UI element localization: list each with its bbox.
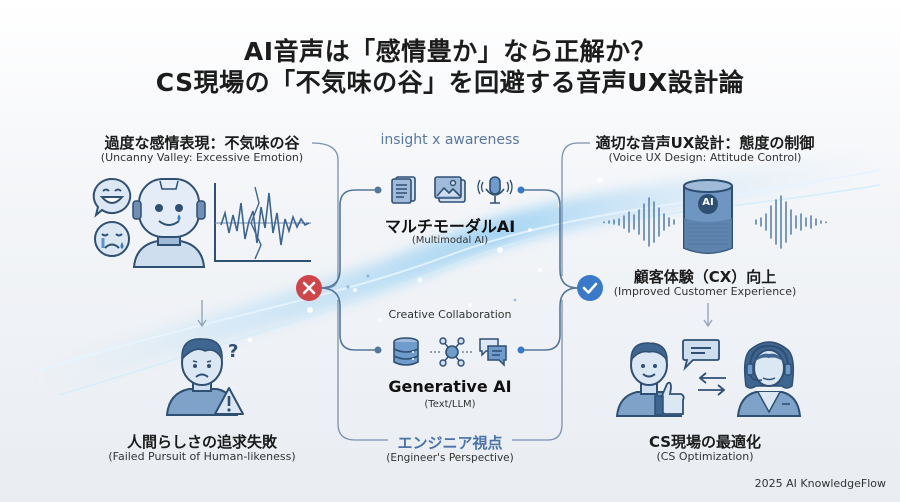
check-circle-icon [577,275,603,301]
right-bottom-title: CS現場の最適化 [648,433,762,451]
right-middle-title: 顧客体験（CX）向上 [633,268,777,286]
right-bottom-subtitle: (CS Optimization) [656,450,754,463]
page-title-line2: CS現場の「不気味の谷」を回避する音声UX設計論 [155,68,745,97]
page-title-line1: AI音声は「感情豊か」なら正解か？ [243,37,657,66]
left-top-title: 過度な感情表現：不気味の谷 [104,134,300,152]
multimodal-ai-title: マルチモーダルAI [384,217,516,236]
question-mark-icon: ? [228,341,239,362]
support-agent-headset-icon [736,341,802,417]
sound-wave-icon [603,195,827,249]
happy-customer-thumbs-up-icon [615,342,685,417]
generative-ai-subtitle: (Text/LLM) [424,399,476,410]
left-bottom-subtitle: (Failed Pursuit of Human-likeness) [108,450,296,463]
chat-bubble-icon [682,339,720,371]
engineer-perspective-sublabel: (Engineer's Perspective) [386,452,514,464]
generative-ai-title: Generative AI [388,377,512,396]
speaker-ai-badge: AI [702,197,714,208]
chat-icon [479,338,507,367]
robot-crying-icon [132,178,206,268]
database-icon [393,337,419,366]
left-top-subtitle: (Uncanny Valley: Excessive Emotion) [100,151,304,164]
document-icon [391,176,416,204]
microphone-icon [477,176,513,204]
warning-triangle-icon [214,387,244,415]
credit-footer: 2025 AI KnowledgeFlow [754,477,886,490]
happy-face-bubble-icon [92,177,132,218]
sad-face-bubble-icon [94,221,130,257]
right-top-subtitle: (Voice UX Design: Attitude Control) [608,151,802,164]
multimodal-ai-subtitle: (Multimodal AI) [411,235,489,246]
creative-collaboration-label: Creative Collaboration [388,308,512,321]
exchange-arrows-icon [698,372,726,396]
image-icon [434,176,466,203]
right-middle-subtitle: (Improved Customer Experience) [613,285,797,298]
insight-awareness-label: insight x awareness [380,132,520,148]
smart-speaker-icon [683,179,733,254]
right-top-title: 適切な音声UX設計：態度の制御 [595,134,815,152]
erratic-waveform-chart-icon [214,183,311,262]
x-circle-icon [296,275,322,301]
left-bottom-title: 人間らしさの追求失敗 [126,433,277,451]
engineer-perspective-label: エンジニア視点 [397,434,503,452]
network-icon [430,337,474,367]
